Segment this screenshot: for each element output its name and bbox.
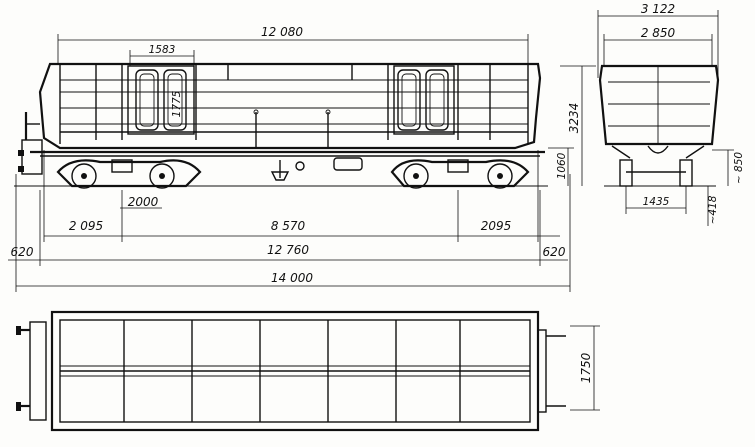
dim-text: 1435 (643, 196, 670, 208)
buffer-left (18, 166, 24, 172)
door-frame-right (393, 65, 455, 135)
plan-view-dimensions: 1750 (570, 325, 600, 411)
door-inner (401, 73, 417, 127)
wheel (71, 163, 97, 189)
post-cap (325, 109, 331, 115)
dim-text: 2095 (481, 219, 512, 233)
dim-text: 2000 (128, 195, 159, 209)
door-inner (139, 73, 155, 127)
plan-buffer-head (16, 326, 21, 335)
dim-text: 8 570 (271, 219, 306, 233)
dim-text: 1750 (579, 352, 593, 383)
end-wheel-right (679, 159, 693, 187)
plan-headstock-right (537, 329, 547, 413)
axle (497, 173, 503, 179)
wheel (149, 163, 175, 189)
end-wheel-left (619, 159, 633, 187)
door-inner (429, 73, 445, 127)
plan-view (16, 310, 566, 432)
dim-text: 1775 (171, 90, 183, 117)
dim-text: ~418 (707, 195, 719, 224)
dim-text: 620 (11, 245, 34, 259)
door-inner (167, 73, 183, 127)
end-view (598, 64, 720, 187)
dim-text: 2 095 (69, 219, 103, 233)
dim-text: ~ 850 (733, 152, 745, 184)
side-view-dimensions: 12 080 1583 1775 2000 2 095 8 570 2095 6… (8, 25, 596, 292)
dim-text: 3234 (567, 103, 581, 134)
brake-cylinder (333, 157, 363, 171)
end-view-dimensions: 3 122 2 850 1435 ~ 850 ~418 (597, 2, 745, 226)
dim-text: 3 122 (641, 2, 675, 16)
end-coupler (647, 145, 669, 154)
axle (81, 173, 87, 179)
bogie-frame (56, 159, 202, 188)
wheel (487, 163, 513, 189)
dim-text: 1583 (149, 44, 176, 56)
buffer-left (18, 150, 24, 156)
valve (295, 161, 305, 171)
brake-valve (270, 171, 290, 181)
door-panel (397, 69, 421, 131)
dim-text: 2 850 (641, 26, 676, 40)
dim-text: 12 760 (267, 243, 309, 257)
dim-text: 620 (543, 245, 566, 259)
bolster (447, 159, 469, 173)
end-brace (611, 145, 705, 159)
wheel (403, 163, 429, 189)
body-outline (38, 62, 542, 150)
door-panel (425, 69, 449, 131)
buffer-beam-left (21, 139, 43, 175)
axle (159, 173, 165, 179)
plan-headstock-left (29, 321, 47, 421)
side-view (14, 62, 548, 189)
door-panel (135, 69, 159, 131)
axle (413, 173, 419, 179)
bogie-left (56, 159, 202, 189)
door-frame-left (127, 65, 195, 135)
bogie-frame (390, 159, 530, 188)
dim-text: 1060 (556, 152, 568, 179)
bolster (111, 159, 133, 173)
post-cap (253, 109, 259, 115)
door-panel (163, 69, 187, 131)
dim-text: 14 000 (271, 271, 313, 285)
dim-text: 12 080 (261, 25, 303, 39)
end-body (598, 64, 720, 146)
bogie-right (390, 159, 530, 189)
plan-buffer-head (16, 402, 21, 411)
